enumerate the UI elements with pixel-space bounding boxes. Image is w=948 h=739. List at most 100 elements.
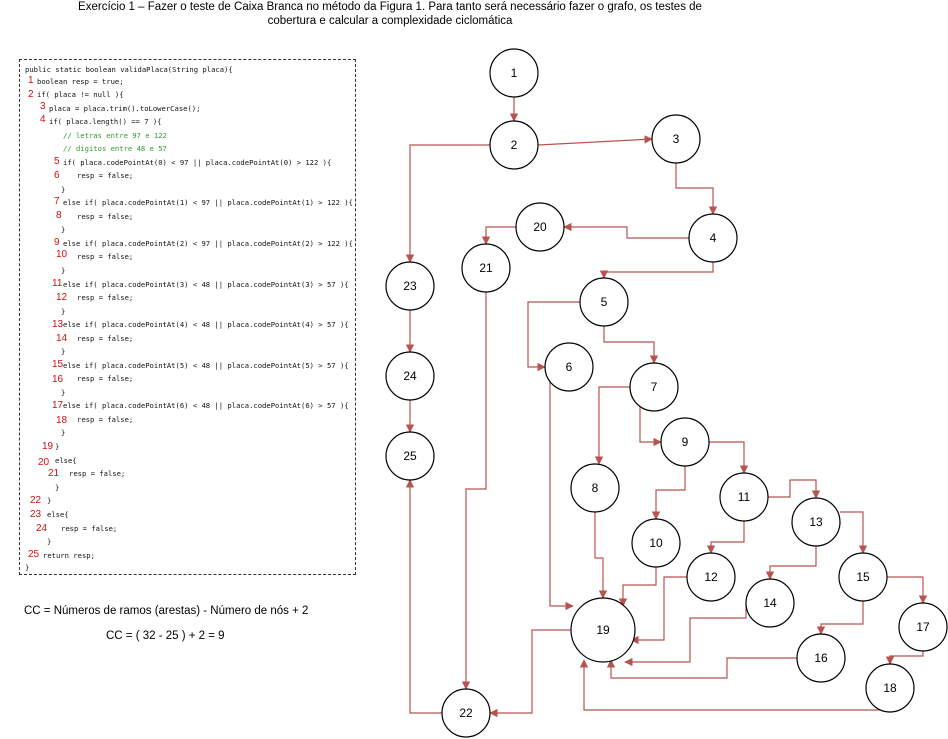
graph-node-7: 7 [629,362,679,412]
graph-edge [630,576,687,645]
graph-node-1: 1 [489,48,539,98]
node-circle [489,120,539,170]
node-circle [629,362,679,412]
code-line: } [61,307,66,316]
node-label: 13 [809,515,823,529]
line-number-marker: 3 [40,101,46,112]
line-number-marker: 18 [56,415,68,426]
code-line: } [25,563,30,572]
node-label: 16 [814,651,828,665]
line-number-marker: 8 [56,210,62,221]
code-line: resp = false; [61,524,118,533]
code-line: } [47,537,52,546]
code-line: } [61,266,66,275]
line-number-marker: 10 [56,249,68,260]
node-label: 15 [856,570,870,584]
graph-node-21: 21 [461,243,511,293]
graph-node-25: 25 [385,431,435,481]
line-number-marker: 13 [52,319,64,330]
node-label: 24 [403,369,417,383]
node-label: 5 [601,295,608,309]
code-line: else if( placa.codePointAt(5) < 48 || pl… [63,361,349,370]
node-label: 12 [704,570,718,584]
node-circle [441,688,491,738]
code-line: resp = false; [77,415,134,424]
node-circle [865,663,915,713]
graph-node-23: 23 [385,261,435,311]
line-number-marker: 12 [56,292,68,303]
code-line: else if( placa.codePointAt(3) < 48 || pl… [63,280,349,289]
code-line: // letras entre 97 e 122 [63,131,167,140]
line-number-marker: 14 [56,333,68,344]
code-line: } [55,483,60,492]
node-circle [461,243,511,293]
graph-node-17: 17 [898,602,948,652]
node-label: 7 [651,380,658,394]
graph-node-11: 11 [719,472,769,522]
graph-edge [489,629,574,718]
graph-edge [675,163,718,215]
code-line: resp = false; [77,212,134,221]
graph-node-12: 12 [686,552,736,602]
node-circle [745,578,795,628]
code-line: return resp; [43,551,95,560]
graph-edge [594,512,608,599]
code-line: resp = false; [77,334,134,343]
code-line: placa = placa.trim().toLowerCase(); [49,104,201,113]
graph-edge [599,262,714,279]
title-line-2: cobertura e calcular a complexidade cicl… [267,15,513,27]
line-number-marker: 7 [54,196,60,207]
graph-edge [765,546,817,580]
graph-edge [461,292,487,690]
graph-edge [405,479,442,714]
graph-edge [816,601,864,635]
node-label: 23 [403,279,417,293]
code-line: } [61,225,66,234]
graph-node-24: 24 [385,351,435,401]
graph-edge [527,301,580,372]
node-label: 14 [763,596,777,610]
code-line: else if( placa.codePointAt(4) < 48 || pl… [63,320,349,329]
line-number-marker: 4 [40,114,46,125]
code-line: else{ [55,456,77,465]
graph-node-5: 5 [579,277,629,327]
graph-node-15: 15 [838,552,888,602]
node-label: 1 [511,66,518,80]
line-number-marker: 1 [28,75,34,86]
node-label: 11 [738,490,751,504]
graph-node-14: 14 [745,578,795,628]
node-label: 8 [592,481,599,495]
graph-node-4: 4 [688,213,738,263]
node-circle [515,202,565,252]
code-line: public static boolean validaPlaca(String… [25,65,233,74]
graph-edge [624,603,747,667]
cc-formula: CC = Números de ramos (arestas) - Número… [24,605,309,617]
node-circle [579,277,629,327]
code-line: // digitos entre 48 e 57 [63,144,167,153]
title-line-1: Exercício 1 – Fazer o teste de Caixa Bra… [78,1,702,13]
code-line: } [61,388,66,397]
graph-node-9: 9 [660,417,710,467]
code-line: else{ [47,510,69,519]
graph-node-2: 2 [489,120,539,170]
code-line: if( placa.codePointAt(0) < 97 || placa.c… [63,158,332,167]
node-circle [791,497,841,547]
node-circle [385,351,435,401]
node-label: 21 [479,261,493,275]
node-circle [796,633,846,683]
node-circle [385,261,435,311]
graph-edge [885,651,924,665]
line-number-marker: 2 [28,89,34,100]
node-circle [688,213,738,263]
line-number-marker: 21 [48,468,60,479]
line-number-marker: 6 [54,170,60,181]
node-circle [686,552,736,602]
graph-edge [706,521,745,554]
graph-node-13: 13 [791,497,841,547]
graph-node-18: 18 [865,663,915,713]
line-number-marker: 17 [52,400,64,411]
node-label: 19 [596,623,610,637]
line-number-marker: 11 [52,278,63,289]
code-line: resp = false; [77,293,134,302]
node-label: 6 [566,360,573,374]
